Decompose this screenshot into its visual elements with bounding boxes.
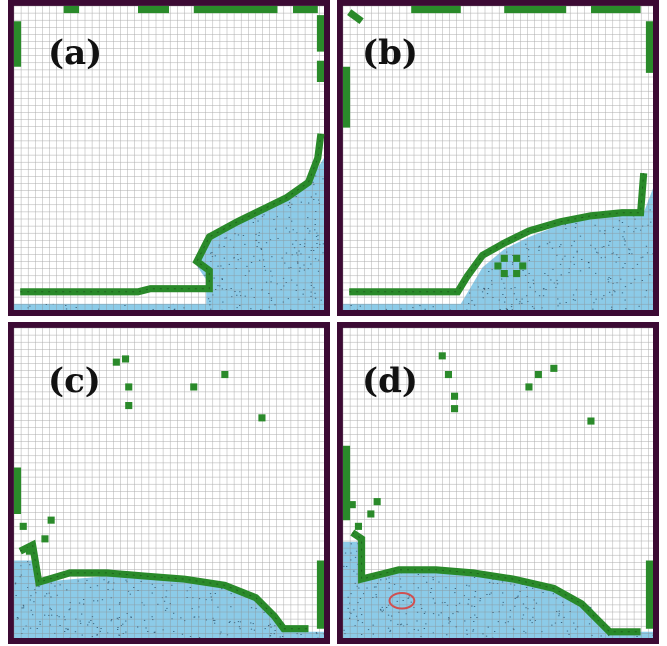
panel-c: (c) — [8, 322, 330, 644]
panel-d: (d) — [337, 322, 659, 644]
panel-b-label: (b) — [362, 33, 418, 73]
panel-d-label: (d) — [362, 361, 418, 401]
panel-a-label: (a) — [48, 33, 102, 73]
panel-c-label: (c) — [48, 361, 101, 401]
panel-b: (b) — [337, 0, 659, 316]
panel-a: (a) — [8, 0, 330, 316]
